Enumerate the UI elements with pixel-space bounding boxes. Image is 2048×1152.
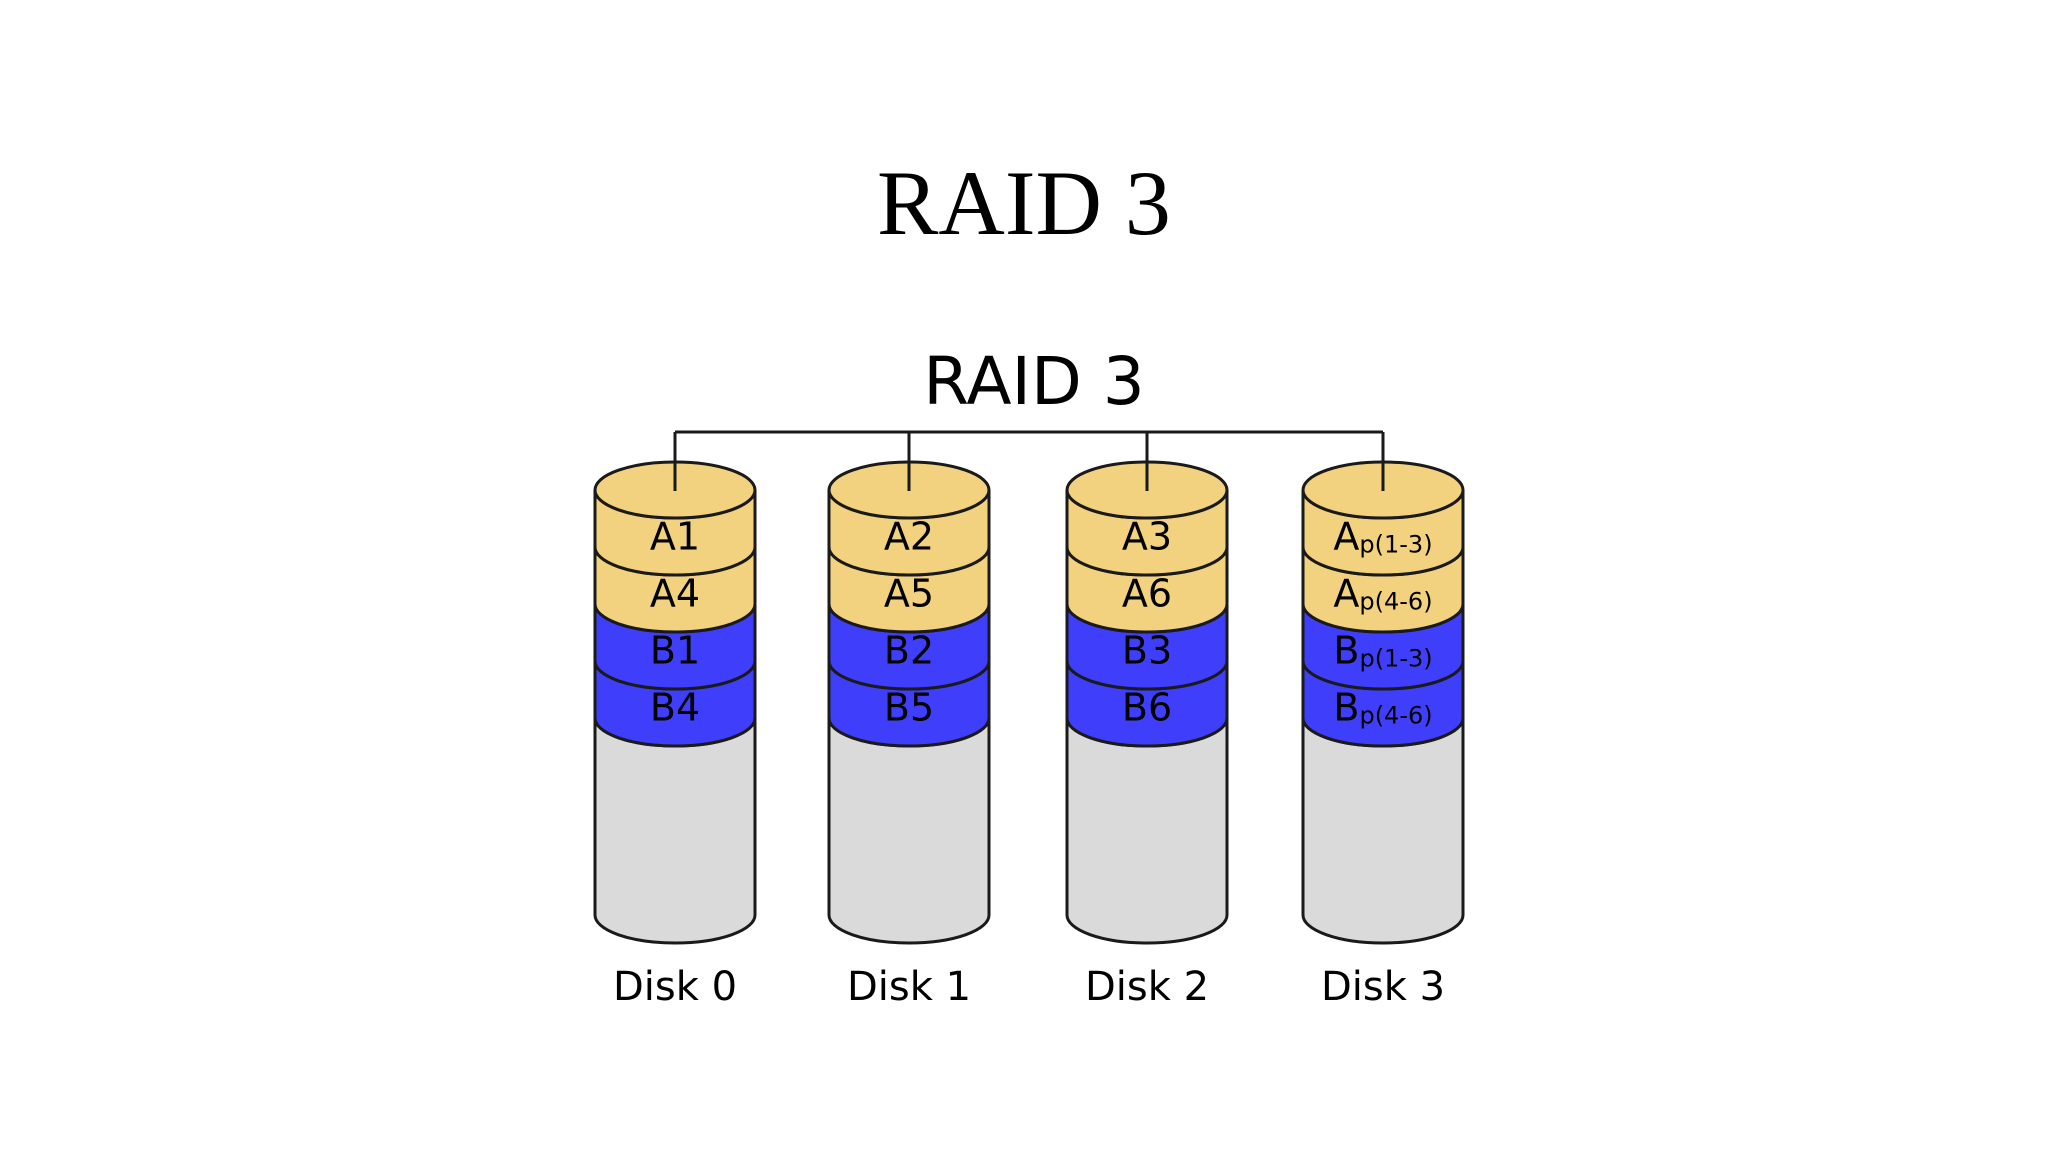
block-label-main: B6 bbox=[1122, 686, 1172, 730]
block-label-main: B3 bbox=[1122, 629, 1172, 673]
block-label-main: A bbox=[1333, 572, 1359, 616]
block-label: Bp(1-3) bbox=[1333, 629, 1432, 673]
block-label-main: A2 bbox=[884, 515, 934, 559]
block-label: Bp(4-6) bbox=[1333, 686, 1432, 730]
disk-label: Disk 2 bbox=[1085, 964, 1209, 1010]
block-label: B4 bbox=[650, 686, 700, 730]
disk-label: Disk 3 bbox=[1321, 964, 1445, 1010]
controller-connector bbox=[673, 430, 1385, 491]
block-label: B1 bbox=[650, 629, 700, 673]
block-label-main: A6 bbox=[1122, 572, 1172, 616]
block-label-parity: p(4-6) bbox=[1359, 702, 1432, 730]
block-label-main: A1 bbox=[650, 515, 700, 559]
block-label-main: A bbox=[1333, 515, 1359, 559]
disk-3: Ap(1-3)Ap(4-6)Bp(1-3)Bp(4-6)Disk 3 bbox=[1301, 460, 1465, 1010]
slide-title: RAID 3 bbox=[877, 152, 1171, 254]
block-label: A1 bbox=[650, 515, 700, 559]
block-label: A3 bbox=[1122, 515, 1172, 559]
disk-label: Disk 0 bbox=[613, 964, 737, 1010]
block-label-main: B5 bbox=[884, 686, 934, 730]
block-label: A5 bbox=[884, 572, 934, 616]
block-label-main: B bbox=[1333, 686, 1359, 730]
block-label-main: B bbox=[1333, 629, 1359, 673]
block-label: Ap(4-6) bbox=[1333, 572, 1432, 616]
block-label-main: B4 bbox=[650, 686, 700, 730]
block-label: A4 bbox=[650, 572, 700, 616]
block-label: B2 bbox=[884, 629, 934, 673]
block-label-main: A5 bbox=[884, 572, 934, 616]
disk-empty-space bbox=[1301, 717, 1465, 945]
block-label: B5 bbox=[884, 686, 934, 730]
diagram-title: RAID 3 bbox=[923, 343, 1145, 420]
block-label: B3 bbox=[1122, 629, 1172, 673]
block-label: B6 bbox=[1122, 686, 1172, 730]
disk-label: Disk 1 bbox=[847, 964, 971, 1010]
block-label-parity: p(4-6) bbox=[1359, 588, 1432, 616]
disk-empty-space bbox=[1065, 717, 1229, 945]
block-label: A6 bbox=[1122, 572, 1172, 616]
block-label-parity: p(1-3) bbox=[1359, 531, 1432, 559]
disk-empty-space bbox=[827, 717, 991, 945]
block-label: Ap(1-3) bbox=[1333, 515, 1432, 559]
block-label: A2 bbox=[884, 515, 934, 559]
block-label-main: A3 bbox=[1122, 515, 1172, 559]
block-label-main: B2 bbox=[884, 629, 934, 673]
disk-empty-space bbox=[593, 717, 757, 945]
block-label-main: A4 bbox=[650, 572, 700, 616]
block-label-main: B1 bbox=[650, 629, 700, 673]
block-label-parity: p(1-3) bbox=[1359, 645, 1432, 673]
